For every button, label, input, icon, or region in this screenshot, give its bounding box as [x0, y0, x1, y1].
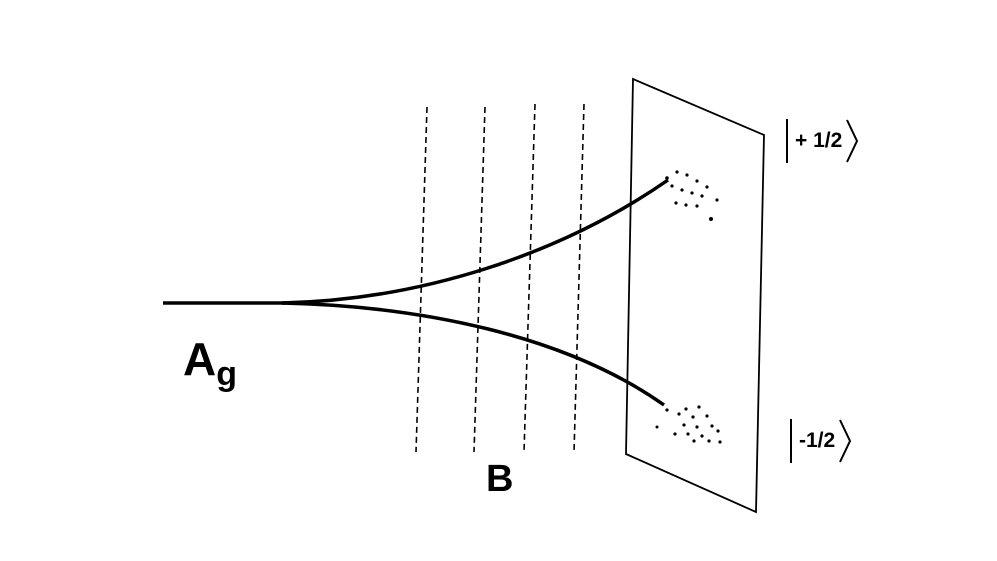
deposit-dot	[665, 176, 669, 180]
deposit-dot	[685, 173, 689, 177]
spin-down-ket: -1/2	[790, 418, 852, 464]
deposit-dot	[707, 439, 711, 443]
source-label-subscript: g	[216, 355, 238, 393]
deposit-dot	[684, 407, 688, 411]
deposit-dot	[718, 440, 722, 444]
deposit-dot	[680, 188, 684, 192]
spin-up-ket: + 1/2	[786, 118, 859, 164]
magnetic-field-label: B	[486, 458, 514, 500]
deposit-dot	[686, 432, 690, 436]
deposit-dot	[715, 198, 719, 202]
deposit-dot	[677, 412, 681, 416]
field-line	[573, 103, 585, 453]
deposit-dot	[710, 424, 714, 428]
deposit-dot	[692, 439, 696, 443]
deposit-dot	[655, 425, 659, 429]
ket-bar	[786, 119, 788, 163]
ket-bar	[790, 419, 792, 463]
deposit-dot	[690, 191, 694, 195]
field-lines	[415, 103, 585, 453]
deposit-dot	[695, 425, 699, 429]
deposit-dot	[674, 201, 678, 205]
field-line	[523, 103, 536, 453]
deposit-dot	[670, 184, 674, 188]
ket-angle-icon	[846, 119, 859, 163]
deposit-dot	[709, 217, 713, 221]
field-line	[415, 106, 428, 453]
field-line	[473, 106, 486, 453]
deposit-dot	[716, 429, 720, 433]
detector-screen	[625, 77, 765, 514]
deposit-dot	[697, 405, 701, 409]
source-label: Ag	[183, 336, 237, 391]
deposit-dot	[705, 414, 709, 418]
deposit-dot	[700, 434, 704, 438]
upper-deposit	[665, 170, 719, 221]
deposit-dot	[682, 423, 686, 427]
ket-angle-icon	[839, 419, 852, 463]
lower-deposit	[655, 405, 722, 444]
deposit-dot	[665, 408, 669, 412]
deposit-dot	[700, 194, 704, 198]
deposit-dot	[695, 204, 699, 208]
upper-beam	[281, 178, 669, 305]
deposit-dot	[695, 179, 699, 183]
deposit-dot	[675, 170, 679, 174]
source-label-main: A	[183, 333, 217, 385]
deposit-dot	[705, 185, 709, 189]
spin-down-label: -1/2	[799, 429, 836, 452]
lower-beam	[281, 301, 666, 407]
spin-up-label: + 1/2	[795, 129, 843, 152]
deposit-dot	[673, 432, 677, 436]
deposit-dot	[684, 203, 688, 207]
deposit-dot	[691, 415, 695, 419]
